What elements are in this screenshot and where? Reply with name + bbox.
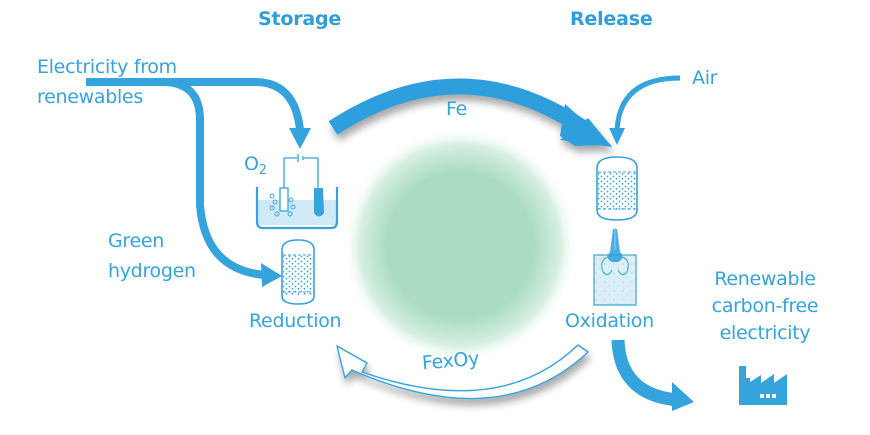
reduction-reactor-icon bbox=[281, 239, 315, 305]
reduction-label: Reduction bbox=[249, 310, 342, 332]
air-label: Air bbox=[692, 67, 718, 89]
electricity-label-line2: renewables bbox=[37, 86, 143, 108]
oxygen-label: O2 bbox=[244, 153, 267, 182]
air-arrow bbox=[609, 75, 681, 145]
electricity-label-line1: Electricity from bbox=[37, 56, 177, 78]
center-glow bbox=[342, 127, 578, 363]
hydrogen-arrow bbox=[165, 78, 282, 287]
output-label-line1: Renewable bbox=[714, 268, 816, 290]
fe-label: Fe bbox=[446, 98, 467, 120]
fexoy-return-arrow bbox=[336, 344, 589, 400]
output-label-line2: carbon-free bbox=[711, 295, 819, 317]
electricity-arrow bbox=[86, 78, 311, 149]
oxidation-reactor-icon bbox=[596, 156, 638, 221]
factory-icon bbox=[739, 366, 787, 405]
hydrogen-label-line2: hydrogen bbox=[108, 260, 196, 282]
oxygen-symbol: O bbox=[244, 153, 259, 175]
hydrogen-label-line1: Green bbox=[108, 230, 165, 252]
output-arrow bbox=[611, 339, 694, 411]
burner-flame-icon bbox=[593, 228, 637, 306]
electrolysis-cell-icon bbox=[255, 154, 339, 230]
output-label-line3: electricity bbox=[719, 322, 811, 344]
storage-header: Storage bbox=[258, 8, 342, 30]
oxidation-label: Oxidation bbox=[565, 310, 654, 332]
release-header: Release bbox=[570, 8, 653, 30]
fe-forward-arrow bbox=[328, 78, 612, 147]
oxygen-subscript: 2 bbox=[258, 163, 267, 178]
